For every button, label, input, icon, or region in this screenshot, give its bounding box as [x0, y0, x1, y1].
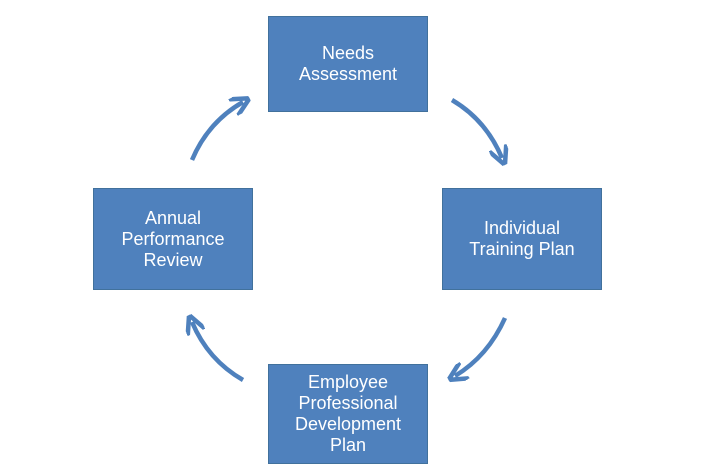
arrow-needs-to-training [450, 98, 502, 158]
employee-development-plan-box: Employee Professional Development Plan [268, 364, 428, 464]
needs-assessment-box: Needs Assessment [268, 16, 428, 112]
arrow-development-to-review [192, 322, 245, 382]
arrow-review-to-needs [189, 102, 243, 161]
employee-development-plan-label: Employee Professional Development Plan [294, 372, 402, 455]
individual-training-plan-box: Individual Training Plan [442, 188, 602, 290]
arrow-training-to-development [455, 317, 508, 376]
needs-assessment-label: Needs Assessment [298, 43, 398, 84]
annual-performance-review-box: Annual Performance Review [93, 188, 253, 290]
annual-performance-review-label: Annual Performance Review [121, 207, 225, 270]
individual-training-plan-label: Individual Training Plan [469, 218, 575, 259]
